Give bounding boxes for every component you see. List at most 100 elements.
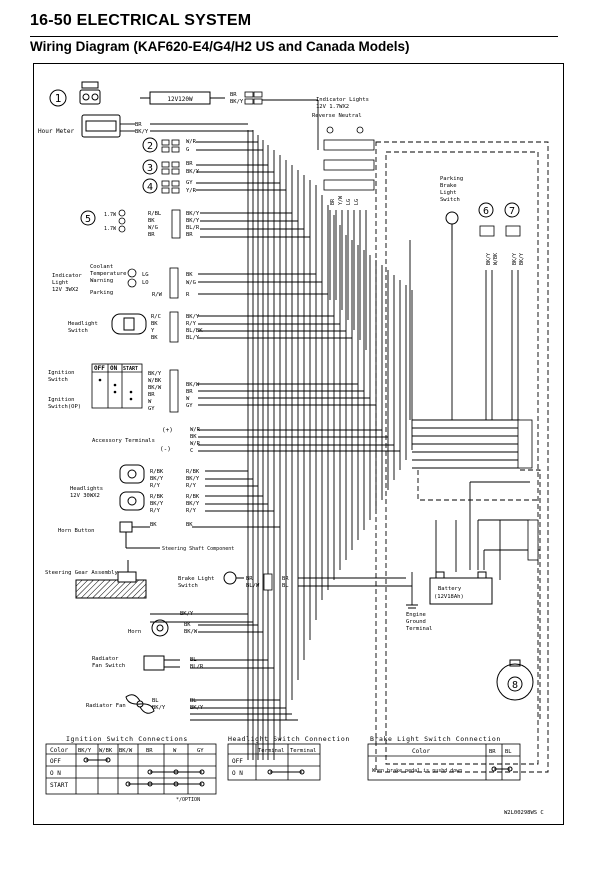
c4-wire-1: GY (186, 180, 193, 186)
coolant-label-3: Warning (90, 278, 113, 284)
ign-left-wire-3: BK/W (148, 385, 162, 391)
hs-left-wire-3: Y (151, 328, 155, 334)
ign-left-wire-2: W/BK (148, 378, 162, 384)
horn-button-icon (119, 521, 160, 549)
horn-icon (151, 619, 169, 637)
hl-a-wire-1: R/BK (150, 469, 164, 475)
c5-left-wire-3: W/G (148, 225, 158, 231)
callout-1-circle (49, 89, 67, 107)
headlight-switch-label-2: Switch (68, 328, 88, 334)
indicator-left-wire-3: R/W (152, 292, 163, 298)
c5-right-wire-2: BK/Y (186, 218, 200, 224)
ign-row-1: O N (50, 770, 61, 777)
brake-switch-label-1: Brake Light (178, 576, 214, 582)
hl-b-right-wire-1: R/BK (186, 494, 200, 500)
callout-3-circle (142, 159, 158, 175)
callout-5-label: 5 (85, 214, 91, 225)
brake-switch-label-2: Switch (178, 583, 198, 589)
brake-connector (263, 573, 273, 591)
horn-wire-1: BK (184, 622, 191, 628)
right-col-wire-4: BK/Y (519, 253, 525, 265)
hl-a-right-wire-1: R/BK (186, 469, 200, 475)
c3-wire-2: BK/Y (186, 169, 200, 175)
hs-left-wire-1: R/C (151, 314, 161, 320)
drawing-code: W2L00298WS C (504, 810, 544, 816)
ign-table-connections (83, 757, 205, 787)
hs-connector (169, 311, 179, 343)
hl-row-1: O N (232, 770, 243, 777)
ign-left-wire-1: BK/Y (148, 371, 162, 377)
brake-row-0: When brake pedal is pushd down (372, 768, 462, 774)
indicator-right-wire-1: BK (186, 272, 193, 278)
brake-wire-2: BL/W (246, 583, 260, 589)
battery-label: Battery (438, 586, 462, 592)
steering-shaft-label: Steering Shaft Component (162, 546, 234, 552)
ign-col-on: ON (110, 365, 118, 372)
radiator-fan-label: Radiator Fan (86, 703, 126, 709)
indicator-lamp-icon (127, 268, 137, 288)
engine-ground-2: Ground (406, 619, 426, 625)
parking-brake-label-1: Parking (440, 176, 463, 182)
callout-7-circle (504, 202, 520, 218)
callout-2-circle (142, 137, 158, 153)
fan-wire-3: BL (190, 698, 197, 704)
ind-vert-wire-2: Y/W (338, 195, 344, 205)
rad-switch-label-1: Radiator (92, 656, 119, 662)
hl-a-right-wire-2: BK/Y (186, 476, 200, 482)
hl-row-0: OFF (232, 758, 243, 765)
brake-th-1: BR (489, 749, 496, 755)
harness-branch-wires (150, 99, 540, 721)
parking-label: Parking (90, 290, 113, 296)
indicator-light-label-3: 12V 3WX2 (52, 287, 79, 293)
page-section-title: 16-50 ELECTRICAL SYSTEM (30, 12, 252, 29)
right-col-wire-2: W/BK (493, 253, 499, 265)
c5-left-wire-4: BR (148, 232, 155, 238)
ign-row-2: START (50, 782, 68, 789)
headlight-icon (119, 464, 145, 511)
parking-brake-label-4: Switch (440, 197, 460, 203)
brake-th-2: BL (505, 749, 512, 755)
indicator-connector (169, 267, 179, 299)
hl-table-connection (267, 769, 305, 775)
acc-wire-4: C (190, 448, 193, 454)
indicator-right-wire-2: W/G (186, 280, 196, 286)
hl-b-wire-2: BK/Y (150, 501, 164, 507)
starter-connector-icon (527, 519, 539, 561)
callout-6-circle (478, 202, 494, 218)
fuse-icon (140, 91, 225, 105)
horn-button-label: Horn Button (58, 528, 94, 534)
c3-wire-1: BR (186, 161, 193, 167)
hl-b-wire-1: R/BK (150, 494, 164, 500)
ignition-grid (91, 363, 143, 409)
c5-connector-icon (171, 209, 181, 239)
brake-th-0: Color (412, 748, 430, 755)
bus-wire-1: BK/Y (180, 611, 194, 617)
brake-table-grid (367, 743, 521, 781)
acc-wire-3: W/R (190, 441, 201, 447)
harness-vertical-wires (247, 130, 413, 760)
callout-1-label: 1 (55, 92, 62, 105)
callout-6-label: 6 (483, 206, 489, 217)
ign-left-wire-6: GY (148, 406, 155, 412)
indicator-lights-spec: 12V 1.7WX2 (316, 104, 349, 110)
parking-brake-label-3: Light (440, 190, 457, 196)
ignition-dots (98, 378, 133, 401)
acc-wire-1: W/R (190, 427, 201, 433)
brake-wire-1: BR (246, 576, 253, 582)
ign-footnote: */OPTION (176, 797, 200, 803)
fan-wire-1: BL (152, 698, 159, 704)
c2-wire-2: G (186, 147, 189, 153)
indicator-light-label-2: Light (52, 280, 69, 286)
diagram-title: Wiring Diagram (KAF620-E4/G4/H2 US and C… (30, 39, 410, 54)
accessory-label: Accessory Terminals (92, 438, 155, 444)
c5-right-wire-1: BK/Y (186, 211, 200, 217)
hs-right-wire-3: BL/BK (186, 328, 203, 334)
ignition-op-label-1: Ignition (48, 397, 75, 403)
right-connectors-icon (479, 225, 533, 469)
ign-th-5: W (173, 748, 177, 754)
fuse-wire-label-2: BK/Y (230, 99, 244, 105)
hs-left-wire-4: BK (151, 335, 158, 341)
hl-th-0: Terminal (258, 748, 285, 754)
ground-icon (406, 604, 418, 609)
